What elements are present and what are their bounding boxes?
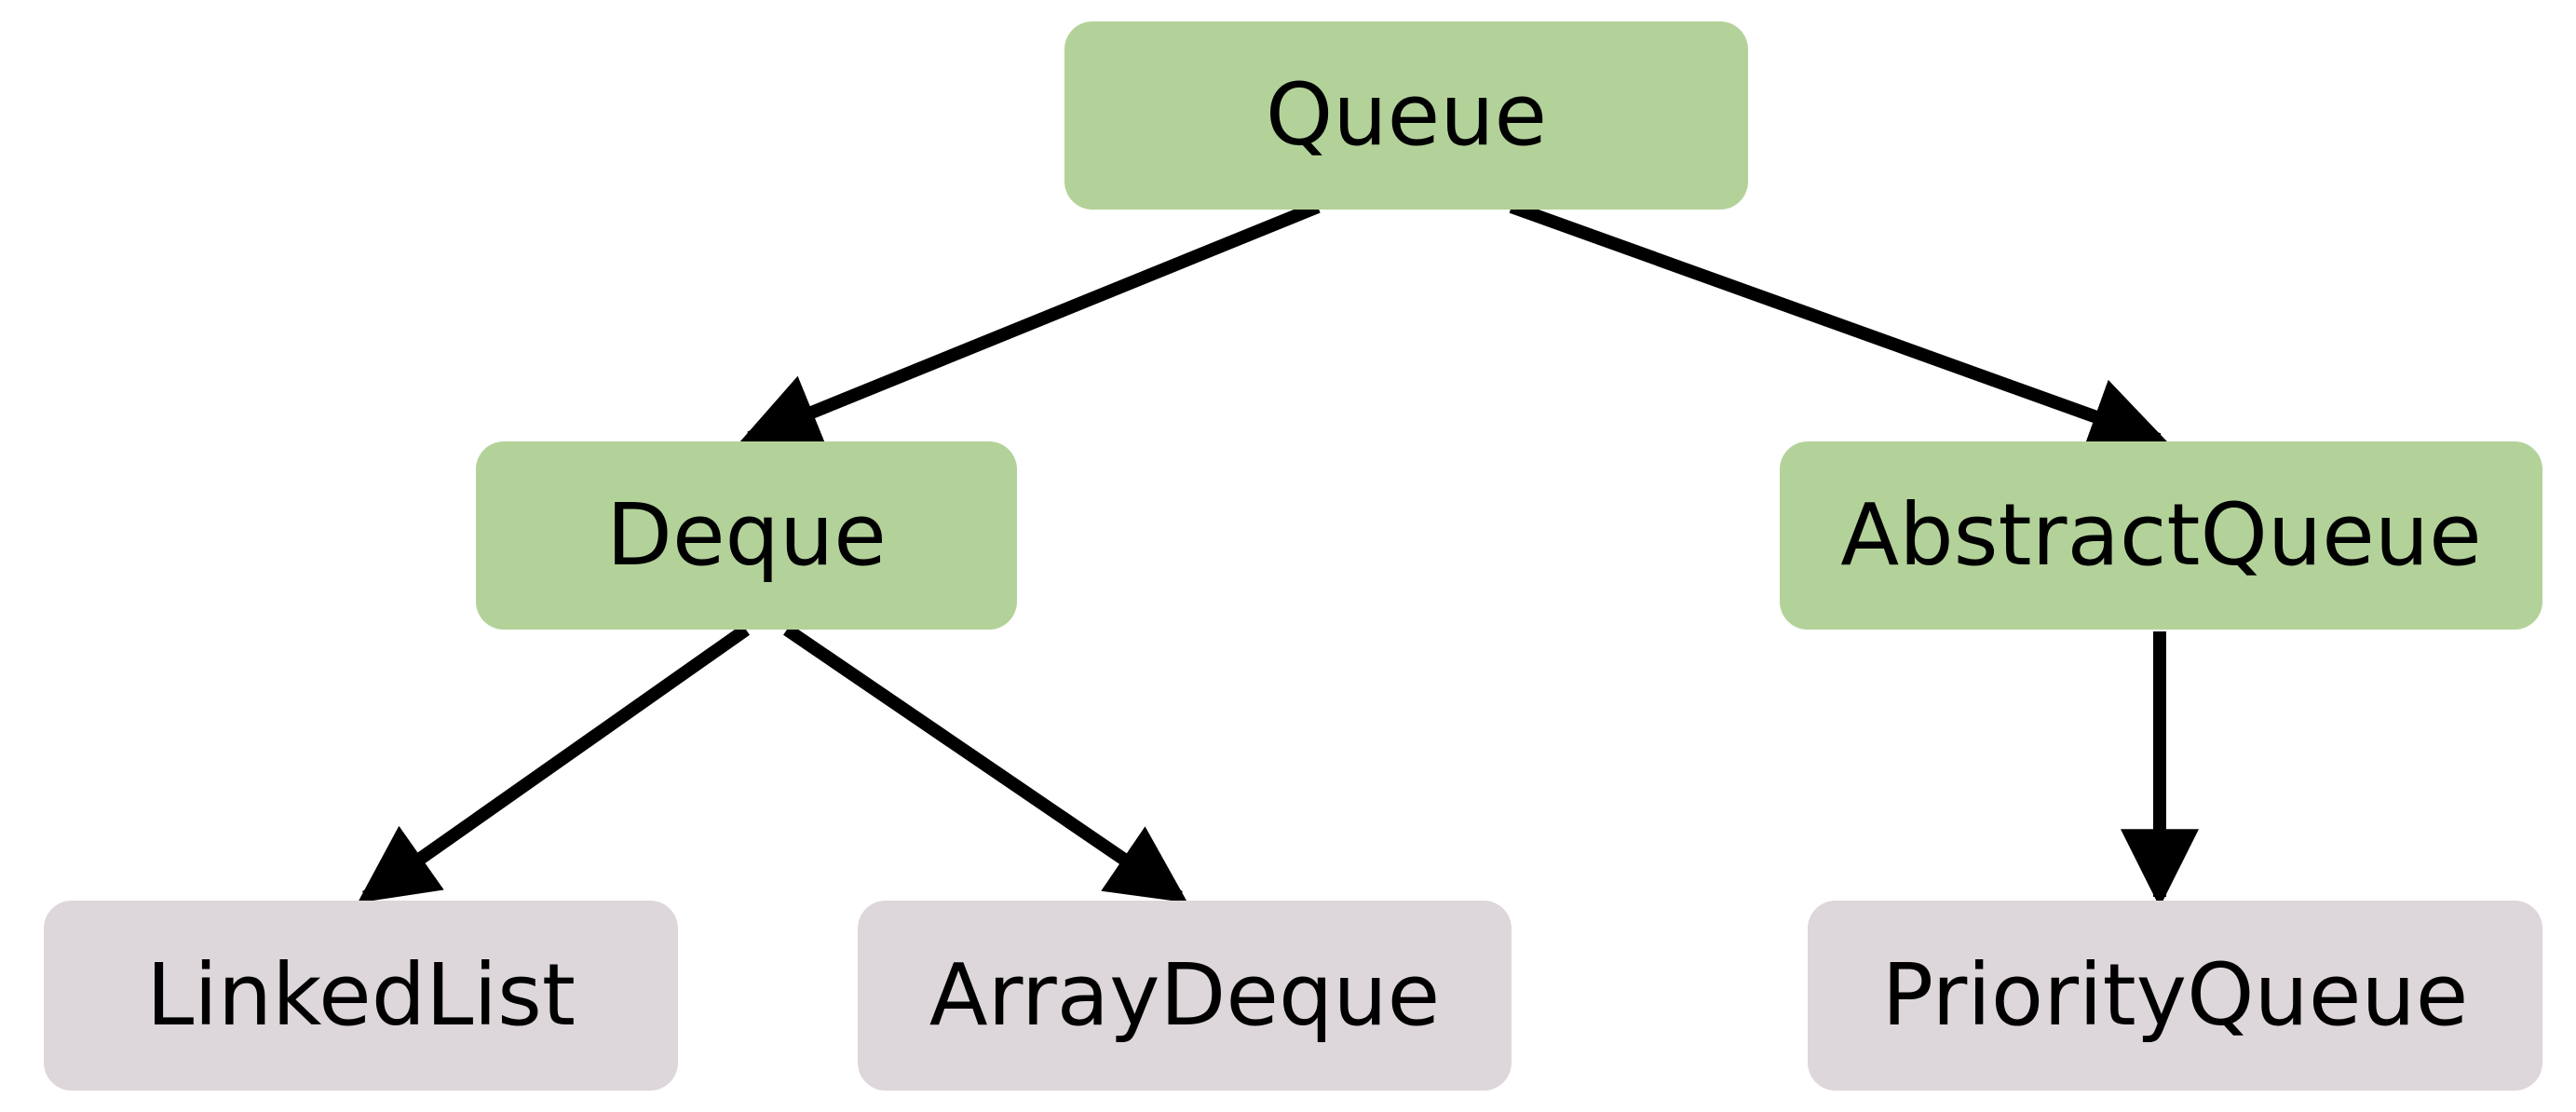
edge-queue-to-abstractqueue: [1509, 200, 2169, 454]
node-abstractqueue-label: AbstractQueue: [1840, 485, 2482, 585]
node-priorityqueue: PriorityQueue: [1808, 901, 2542, 1091]
edge-queue-to-deque: [739, 200, 1321, 449]
node-deque-label: Deque: [606, 485, 887, 585]
node-queue-label: Queue: [1265, 65, 1548, 165]
edge-deque-to-arraydeque: [783, 624, 1188, 903]
node-linkedlist: LinkedList: [44, 901, 678, 1091]
node-arraydeque-label: ArrayDeque: [929, 945, 1441, 1045]
node-queue: Queue: [1064, 21, 1748, 210]
node-priorityqueue-label: PriorityQueue: [1881, 945, 2469, 1045]
node-deque: Deque: [476, 441, 1017, 630]
node-abstractqueue: AbstractQueue: [1780, 441, 2542, 630]
node-arraydeque: ArrayDeque: [858, 901, 1512, 1091]
node-linkedlist-label: LinkedList: [146, 945, 576, 1045]
edge-deque-to-linkedlist: [357, 624, 751, 903]
